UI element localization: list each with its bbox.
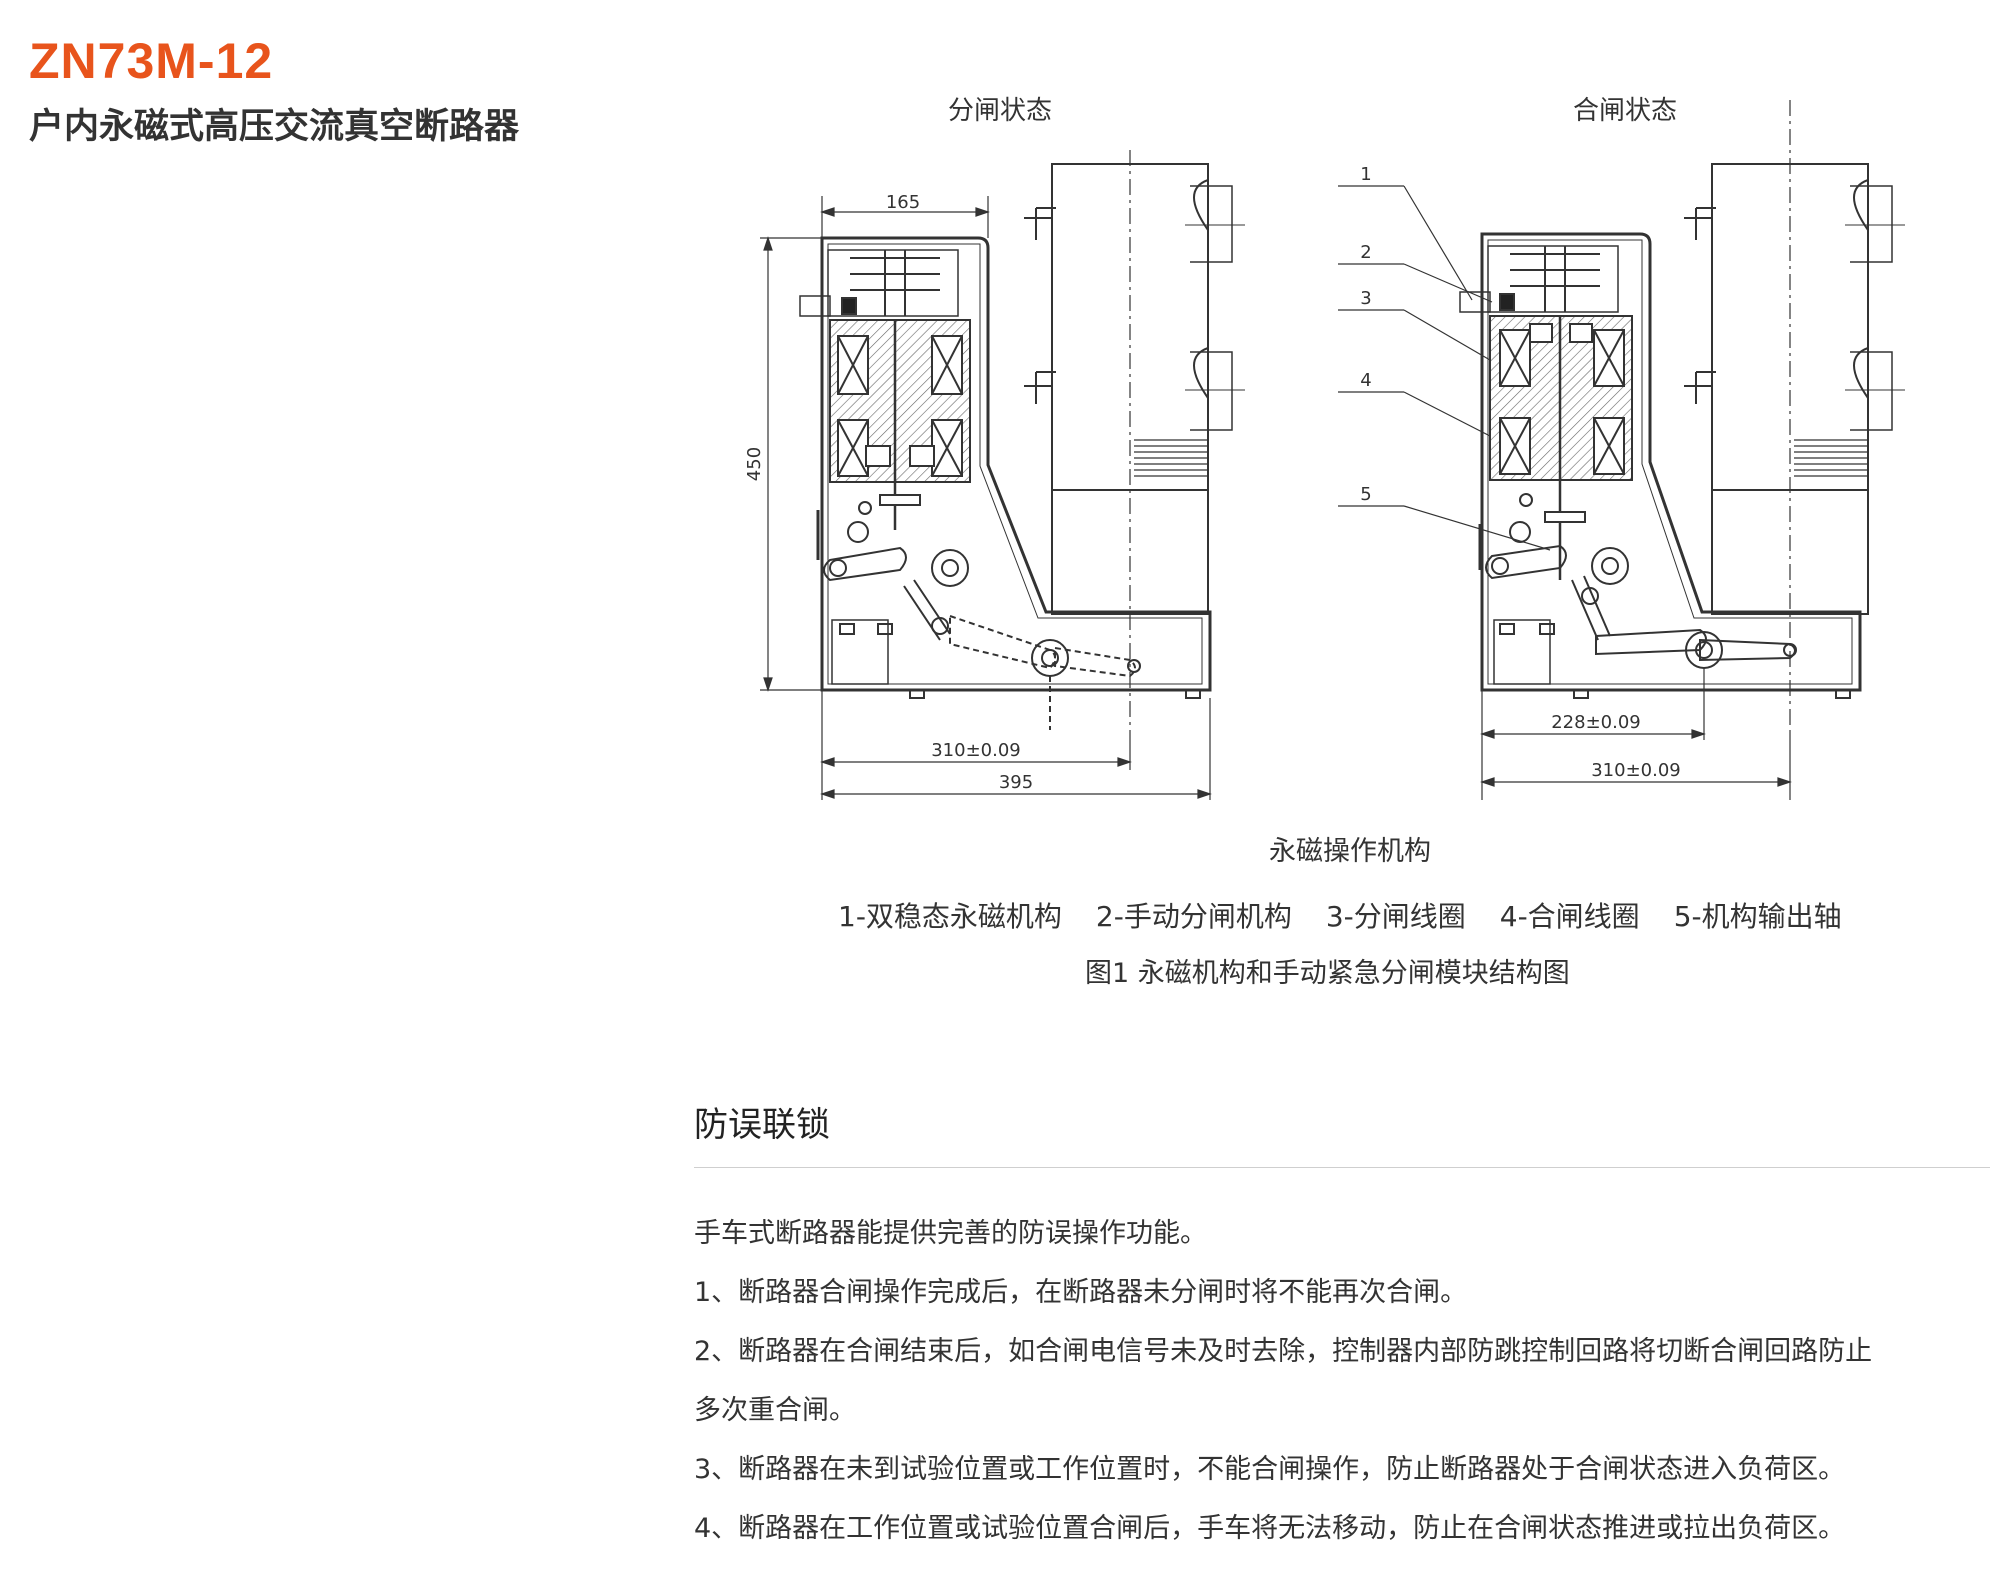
callout-1: 1 bbox=[1360, 164, 1371, 185]
paragraph-3: 3、断路器在未到试验位置或工作位置时，不能合闸操作，防止断路器处于合闸状态进入负… bbox=[694, 1454, 1846, 1485]
paragraph-intro: 手车式断路器能提供完善的防误操作功能。 bbox=[694, 1218, 1207, 1249]
closed-state-label: 合闸状态 bbox=[1573, 96, 1677, 126]
dim-left-span-2: 395 bbox=[999, 772, 1033, 793]
section-title: 防误联锁 bbox=[694, 1105, 830, 1145]
product-model-title: ZN73M-12 bbox=[29, 33, 274, 89]
paragraph-1: 1、断路器合闸操作完成后，在断路器未分闸时将不能再次合闸。 bbox=[694, 1277, 1468, 1308]
paragraph-2: 2、断路器在合闸结束后，如合闸电信号未及时去除，控制器内部防跳控制回路将切断合闸… bbox=[694, 1336, 1873, 1367]
paragraph-4: 4、断路器在工作位置或试验位置合闸后，手车将无法移动，防止在合闸状态推进或拉出负… bbox=[694, 1513, 1846, 1544]
legend-item-1: 1-双稳态永磁机构 bbox=[838, 900, 1062, 933]
dim-right-span-1: 228±0.09 bbox=[1551, 712, 1641, 733]
callout-5: 5 bbox=[1360, 484, 1371, 505]
figure-legend: 1-双稳态永磁机构 2-手动分闸机构 3-分闸线圈 4-合闸线圈 5-机构输出轴 bbox=[838, 895, 1842, 935]
legend-item-3: 3-分闸线圈 bbox=[1325, 900, 1466, 933]
legend-item-2: 2-手动分闸机构 bbox=[1095, 900, 1292, 933]
section-divider bbox=[694, 1167, 1990, 1168]
paragraph-2-cont: 多次重合闸。 bbox=[694, 1395, 856, 1426]
open-state-drawing: 分闸状态 bbox=[744, 96, 1245, 800]
dim-right-span-2: 310±0.09 bbox=[1591, 760, 1681, 781]
callout-3: 3 bbox=[1360, 288, 1371, 309]
mechanism-caption: 永磁操作机构 bbox=[1269, 836, 1431, 867]
callout-2: 2 bbox=[1360, 242, 1371, 263]
closed-state-drawing: 合闸状态 bbox=[1338, 96, 1905, 800]
open-state-label: 分闸状态 bbox=[948, 96, 1052, 126]
dim-height: 450 bbox=[744, 447, 765, 481]
figure-caption: 图1 永磁机构和手动紧急分闸模块结构图 bbox=[1085, 958, 1570, 989]
legend-item-4: 4-合闸线圈 bbox=[1499, 900, 1640, 933]
callout-4: 4 bbox=[1360, 370, 1371, 391]
mechanism-structure-drawing: 分闸状态 bbox=[744, 96, 1905, 800]
product-subtitle: 户内永磁式高压交流真空断路器 bbox=[29, 107, 520, 147]
dim-left-span-1: 310±0.09 bbox=[931, 740, 1021, 761]
legend-item-5: 5-机构输出轴 bbox=[1673, 900, 1842, 933]
dim-width-top: 165 bbox=[886, 192, 920, 213]
